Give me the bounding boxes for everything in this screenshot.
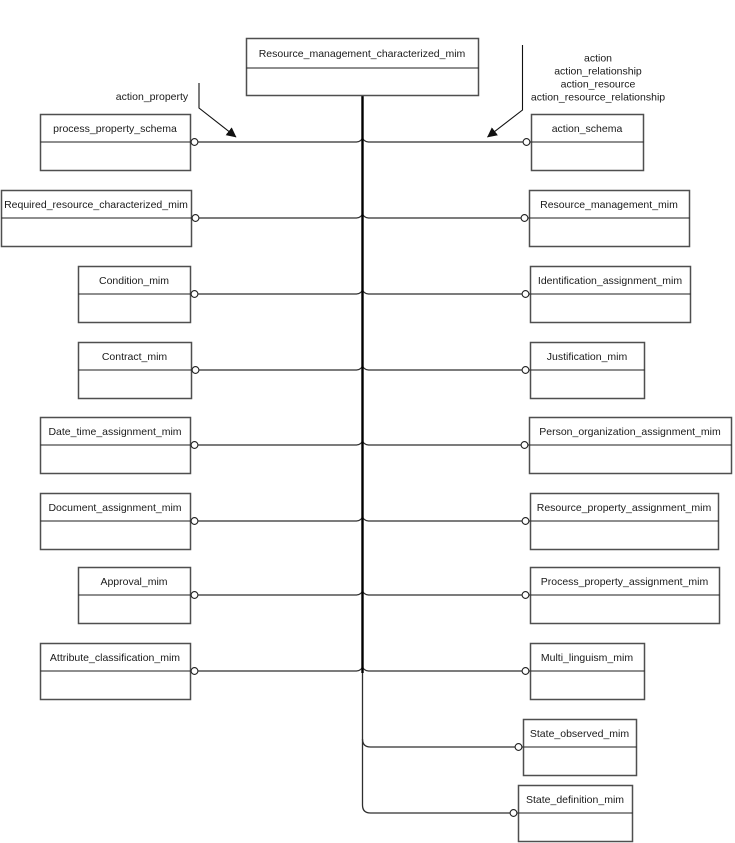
node-label: Resource_management_characterized_mim	[259, 48, 466, 60]
node-label: Document_assignment_mim	[48, 502, 181, 514]
membership-circle-state_definition_mim	[509, 809, 518, 817]
node-label: Condition_mim	[99, 275, 169, 287]
node-approval_mim: Approval_mim	[77, 566, 192, 625]
trunk-tail-elbow-state-definition	[361, 672, 518, 814]
node-person_organization_assignment_mim: Person_organization_assignment_mim	[528, 416, 733, 475]
membership-circle-process_property_schema	[190, 138, 199, 146]
node-label: Contract_mim	[102, 351, 168, 363]
action-schemas-label-line-3: action_resource	[561, 79, 636, 91]
membership-circle-process_property_assignment_mim	[521, 591, 530, 599]
node-required_resource_characterized_mim: Required_resource_characterized_mim	[0, 189, 193, 248]
membership-circle-state_observed_mim	[514, 743, 523, 751]
membership-circle-approval_mim	[190, 591, 199, 599]
membership-circle-resource_property_assignment_mim	[521, 517, 530, 525]
membership-circle-contract_mim	[191, 366, 200, 374]
leader-lines-layer	[198, 45, 524, 138]
membership-circles-layer	[190, 138, 531, 817]
node-label: Resource_property_assignment_mim	[537, 502, 712, 514]
node-action_schema: action_schema	[530, 113, 645, 172]
node-label: State_definition_mim	[526, 794, 624, 806]
node-condition_mim: Condition_mim	[77, 265, 192, 324]
membership-circle-action_schema	[522, 138, 531, 146]
connector-row-1	[190, 137, 531, 143]
connector-row-8	[190, 666, 530, 672]
action-schemas-leader-arrow	[487, 45, 524, 138]
node-label: process_property_schema	[53, 123, 177, 135]
node-process_property_schema: process_property_schema	[39, 113, 192, 172]
node-label: Multi_linguism_mim	[541, 652, 633, 664]
connector-lines-layer	[190, 95, 531, 814]
connector-row-3	[190, 289, 530, 295]
membership-circle-condition_mim	[190, 290, 199, 298]
membership-circle-resource_management_mim	[520, 214, 529, 222]
connector-row-6	[190, 516, 530, 522]
connector-row-2	[191, 213, 529, 219]
node-resource_management_mim: Resource_management_mim	[528, 189, 691, 248]
node-label: Resource_management_mim	[540, 199, 678, 211]
action-schemas-label-line-1: action	[584, 53, 612, 65]
trunk-branch-elbow-state-observed	[361, 738, 523, 748]
schema-boxes-layer: Resource_management_characterized_mimpro…	[0, 37, 733, 843]
membership-circle-person_organization_assignment_mim	[520, 441, 529, 449]
connector-row-4	[191, 365, 530, 371]
action-schemas-label-line-4: action_resource_relationship	[531, 92, 665, 104]
connector-row-5	[190, 440, 529, 446]
membership-circle-identification_assignment_mim	[521, 290, 530, 298]
connector-row-7	[190, 590, 530, 596]
node-resource_management_characterized_mim: Resource_management_characterized_mim	[245, 37, 480, 97]
node-label: Required_resource_characterized_mim	[4, 199, 188, 211]
node-justification_mim: Justification_mim	[529, 341, 646, 400]
node-resource_property_assignment_mim: Resource_property_assignment_mim	[529, 492, 720, 551]
membership-circle-justification_mim	[521, 366, 530, 374]
membership-circle-attribute_classification_mim	[190, 667, 199, 675]
action-property-label: action_property	[116, 91, 189, 103]
node-attribute_classification_mim: Attribute_classification_mim	[39, 642, 192, 701]
text-labels-layer: action_property actionaction_relationship…	[116, 53, 665, 104]
node-date_time_assignment_mim: Date_time_assignment_mim	[39, 416, 192, 475]
node-label: Approval_mim	[100, 576, 167, 588]
node-label: Attribute_classification_mim	[50, 652, 180, 664]
membership-circle-required_resource_characterized_mim	[191, 214, 200, 222]
node-label: Person_organization_assignment_mim	[539, 426, 721, 438]
membership-circle-date_time_assignment_mim	[190, 441, 199, 449]
node-contract_mim: Contract_mim	[77, 341, 193, 400]
node-document_assignment_mim: Document_assignment_mim	[39, 492, 192, 551]
node-label: Identification_assignment_mim	[538, 275, 682, 287]
node-process_property_assignment_mim: Process_property_assignment_mim	[529, 566, 721, 625]
node-multi_linguism_mim: Multi_linguism_mim	[529, 642, 646, 701]
membership-circle-multi_linguism_mim	[521, 667, 530, 675]
membership-circle-document_assignment_mim	[190, 517, 199, 525]
node-label: Date_time_assignment_mim	[48, 426, 181, 438]
node-state_definition_mim: State_definition_mim	[517, 784, 634, 843]
node-label: action_schema	[552, 123, 623, 135]
node-label: Justification_mim	[547, 351, 628, 363]
node-label: Process_property_assignment_mim	[541, 576, 709, 588]
action-property-leader-arrow	[198, 83, 237, 138]
action-schemas-label-line-2: action_relationship	[554, 66, 642, 78]
node-label: State_observed_mim	[530, 728, 629, 740]
node-outline	[245, 37, 480, 97]
node-state_observed_mim: State_observed_mim	[522, 718, 638, 777]
node-identification_assignment_mim: Identification_assignment_mim	[529, 265, 692, 324]
